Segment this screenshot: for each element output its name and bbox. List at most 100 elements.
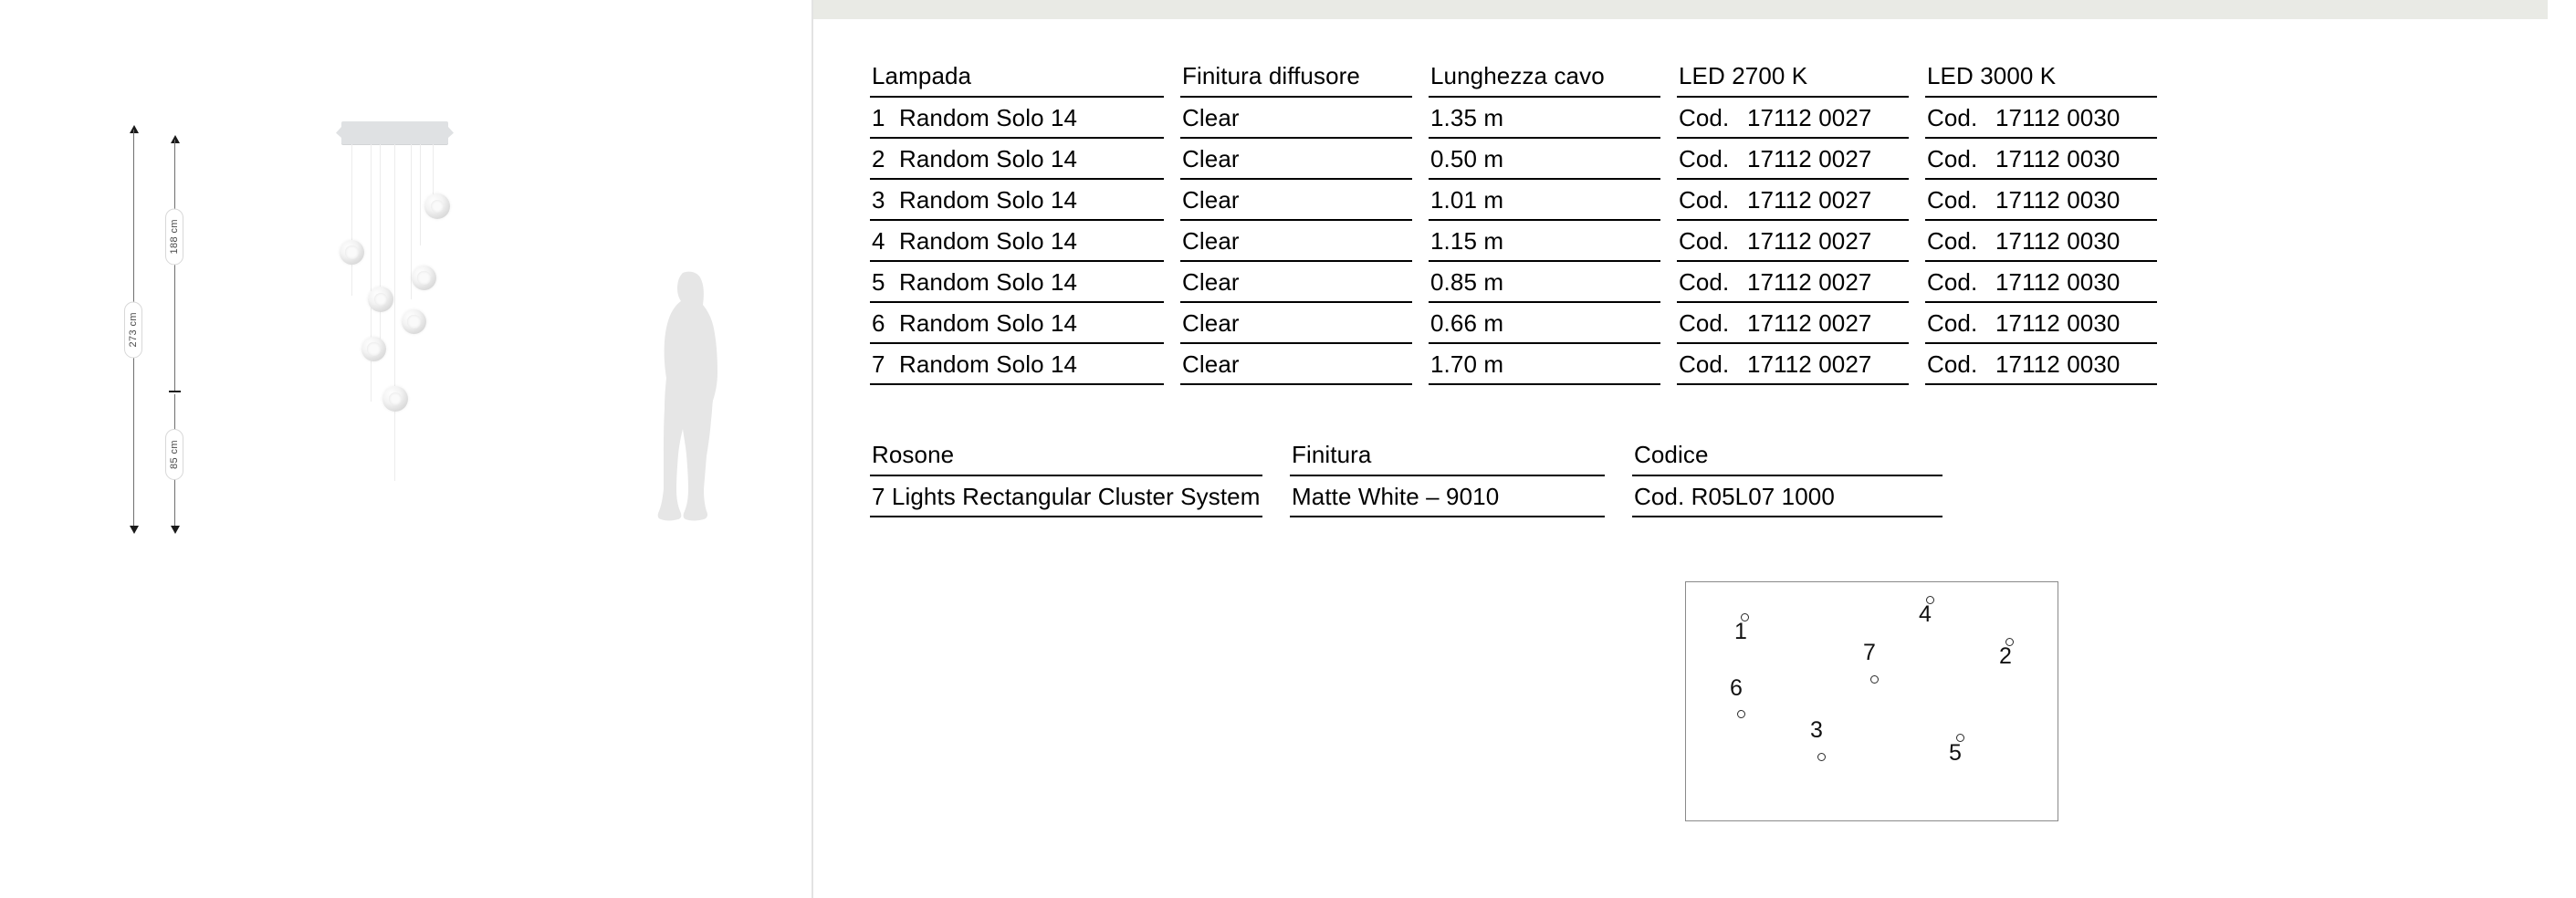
cell-value: Clear	[1182, 309, 1240, 337]
row-index: 3	[872, 186, 885, 214]
dimension-label-lower: 85 cm	[165, 429, 183, 480]
column-header-codice: Codice	[1632, 441, 1970, 476]
pendant-globe	[402, 309, 426, 334]
cell-value: Clear	[1182, 104, 1240, 131]
dimension-total-arrow-bottom	[130, 526, 139, 534]
cell-lunghezza: 1.35 m	[1429, 98, 1677, 139]
lamp-spec-table: Lampada Finitura diffusore Lunghezza cav…	[870, 62, 2513, 385]
cell-value: Cod.17112 0030	[1927, 268, 2120, 296]
table-header-row: Lampada Finitura diffusore Lunghezza cav…	[870, 62, 2513, 98]
header-label: Lampada	[872, 62, 972, 89]
code-prefix: Cod.	[1927, 350, 1978, 378]
code-prefix: Cod.	[1679, 350, 1730, 378]
pendant-cord	[371, 144, 372, 402]
human-silhouette-icon	[657, 271, 717, 521]
cell-led-3000k: Cod.17112 0030	[1925, 180, 2173, 221]
cell-value: Cod.17112 0030	[1927, 104, 2120, 131]
column-header-led-3000k: LED 3000 K	[1925, 62, 2173, 98]
rosone-spec-table: Rosone Finitura Codice 7 Lights Rectangu…	[870, 441, 2513, 517]
layout-point-marker	[1956, 734, 1964, 742]
layout-point-marker	[1926, 596, 1934, 604]
cell-value: 1.01 m	[1430, 186, 1504, 214]
code-prefix: Cod.	[1679, 268, 1730, 296]
cell-lunghezza: 1.01 m	[1429, 180, 1677, 221]
dimension-drop-cap	[169, 391, 181, 392]
cell-lunghezza: 0.50 m	[1429, 139, 1677, 180]
pendant-globe	[340, 240, 364, 265]
cell-led-2700k: Cod.17112 0027	[1677, 262, 1925, 303]
cell-value: Cod.17112 0030	[1927, 350, 2120, 378]
header-label: LED 3000 K	[1927, 62, 2057, 89]
cell-led-2700k: Cod.17112 0027	[1677, 344, 1925, 385]
cell-value: 1.70 m	[1430, 350, 1504, 378]
cell-value: Cod.17112 0027	[1679, 309, 1872, 337]
ceiling-rose-plate	[341, 121, 448, 144]
code-prefix: Cod.	[1927, 309, 1978, 337]
header-label: Rosone	[872, 441, 955, 468]
header-label: LED 2700 K	[1679, 62, 1808, 89]
pendant-cord	[411, 144, 412, 299]
pendant-cord	[351, 144, 352, 296]
cell-value: Clear	[1182, 227, 1240, 255]
cell-led-3000k: Cod.17112 0030	[1925, 98, 2173, 139]
layout-point-label: 3	[1810, 717, 1823, 743]
pendant-cord	[380, 144, 381, 339]
cell-value: 1.15 m	[1430, 227, 1504, 255]
layout-point-marker	[1741, 613, 1749, 621]
cell-finitura: Matte White – 9010	[1290, 476, 1632, 517]
cell-value: Clear	[1182, 145, 1240, 172]
cell-value: 0.50 m	[1430, 145, 1504, 172]
pendant-globe	[368, 287, 393, 312]
layout-point-label: 1	[1734, 619, 1747, 644]
pendant-globe	[361, 337, 386, 361]
layout-point-marker	[1737, 710, 1745, 718]
cell-value: Cod.17112 0027	[1679, 145, 1872, 172]
code-prefix: Cod.	[1679, 309, 1730, 337]
code-prefix: Cod.	[1927, 227, 1978, 255]
layout-point-marker	[1870, 675, 1879, 684]
column-header-lunghezza-cavo: Lunghezza cavo	[1429, 62, 1677, 98]
cell-led-3000k: Cod.17112 0030	[1925, 139, 2173, 180]
cell-finitura: Clear	[1180, 139, 1429, 180]
cell-led-3000k: Cod.17112 0030	[1925, 262, 2173, 303]
code-prefix: Cod.	[1679, 145, 1730, 172]
row-index: 1	[872, 104, 885, 131]
table-row: 7 Lights Rectangular Cluster System Matt…	[870, 476, 2513, 517]
cell-value: Cod.17112 0027	[1679, 104, 1872, 131]
top-color-band	[813, 0, 2548, 19]
row-index: 4	[872, 227, 885, 255]
code-prefix: Cod.	[1927, 104, 1978, 131]
header-label: Finitura	[1292, 441, 1372, 468]
cell-finitura: Clear	[1180, 262, 1429, 303]
pendant-cord	[420, 144, 421, 245]
cell-value: Cod.17112 0030	[1927, 227, 2120, 255]
dimension-lower-arrow-bottom	[171, 526, 180, 534]
row-index: 7	[872, 350, 885, 378]
dimension-drop-arrow-top	[171, 135, 180, 143]
cell-finitura: Clear	[1180, 221, 1429, 262]
dimension-total-arrow-top	[130, 125, 139, 133]
cell-finitura: Clear	[1180, 180, 1429, 221]
column-header-lampada: Lampada	[870, 62, 1180, 98]
cell-led-2700k: Cod.17112 0027	[1677, 98, 1925, 139]
cell-value: Clear	[1182, 268, 1240, 296]
cell-rosone: 7 Lights Rectangular Cluster System	[870, 476, 1290, 517]
cell-led-3000k: Cod.17112 0030	[1925, 221, 2173, 262]
header-label: Lunghezza cavo	[1430, 62, 1605, 89]
header-label: Finitura diffusore	[1182, 62, 1360, 89]
cell-led-3000k: Cod.17112 0030	[1925, 344, 2173, 385]
